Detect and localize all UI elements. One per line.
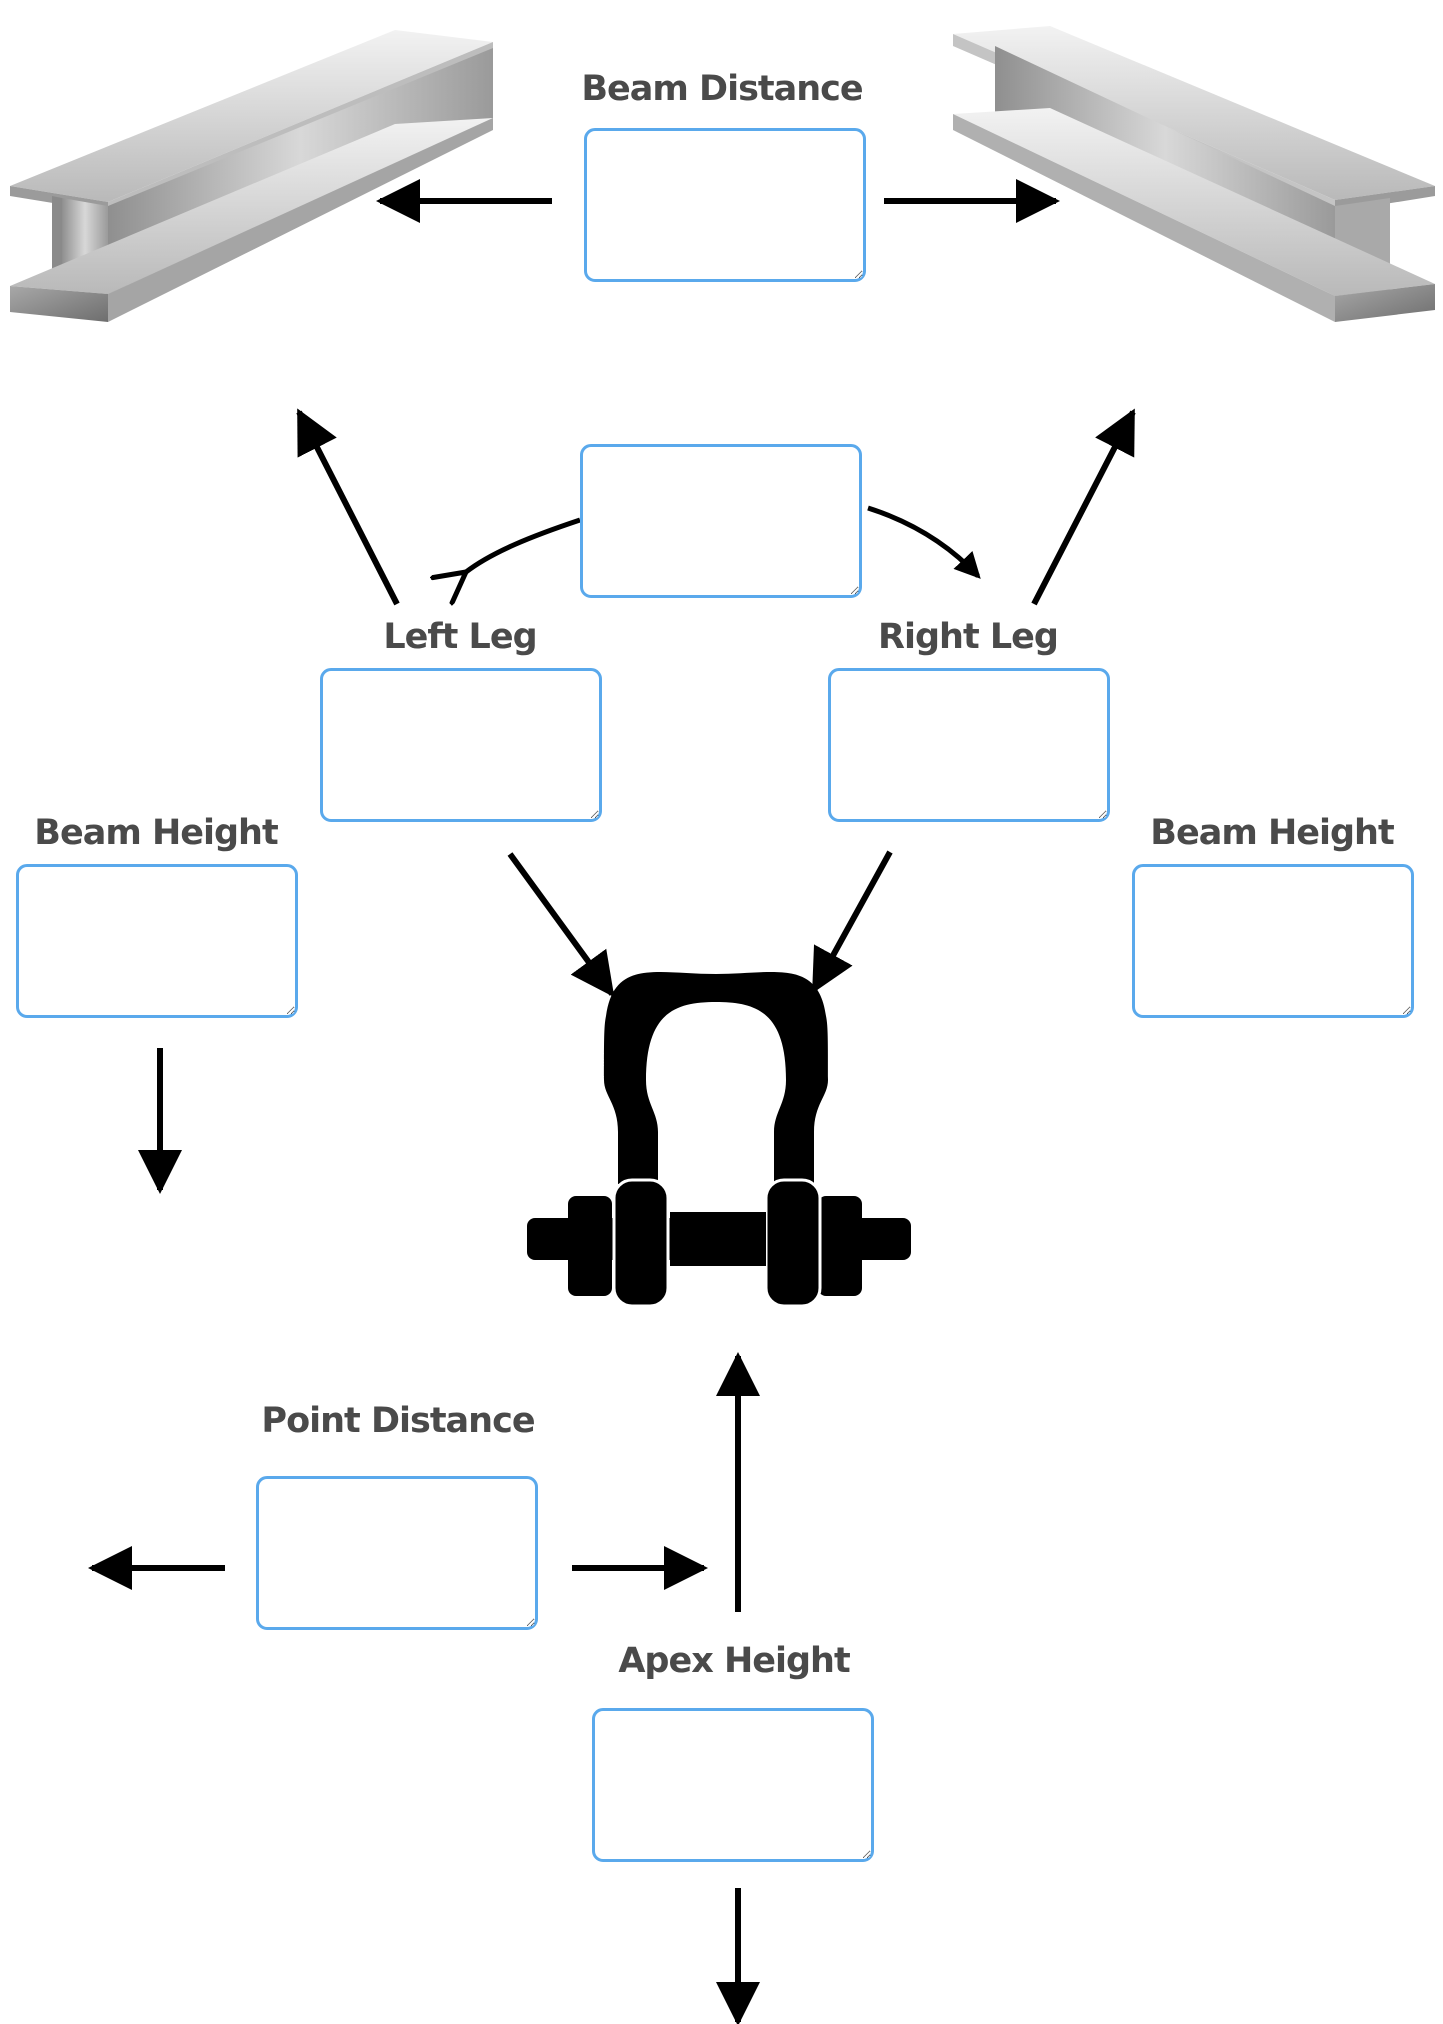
beam-distance-input[interactable] bbox=[584, 128, 866, 282]
angle-right-curved-arrow bbox=[867, 505, 981, 579]
apex-height-label: Apex Height bbox=[618, 1641, 850, 1681]
left-leg-input[interactable] bbox=[320, 668, 602, 822]
left-leg-to-shackle-arrow bbox=[507, 852, 615, 998]
beam-distance-label: Beam Distance bbox=[581, 69, 863, 109]
point-distance-label: Point Distance bbox=[261, 1401, 535, 1441]
left-leg-label: Left Leg bbox=[383, 617, 537, 657]
right-steel-i-beam-icon bbox=[953, 26, 1435, 322]
right-leg-label: Right Leg bbox=[878, 617, 1059, 657]
right-leg-input[interactable] bbox=[828, 668, 1110, 822]
left-leg-to-beam-arrow bbox=[296, 408, 400, 606]
right-leg-to-shackle-arrow bbox=[811, 850, 893, 994]
angle-left-curved-arrow bbox=[466, 517, 581, 572]
angle-input[interactable] bbox=[580, 444, 862, 598]
beam-height-right-label: Beam Height bbox=[1150, 813, 1394, 853]
beam-height-right-input[interactable] bbox=[1132, 864, 1414, 1018]
right-leg-to-beam-arrow bbox=[1031, 408, 1136, 606]
beam-height-left-label: Beam Height bbox=[34, 813, 278, 853]
beam-height-left-input[interactable] bbox=[16, 864, 298, 1018]
apex-height-input[interactable] bbox=[592, 1708, 874, 1862]
point-distance-input[interactable] bbox=[256, 1476, 538, 1630]
shackle-icon bbox=[527, 971, 911, 1308]
left-steel-i-beam-icon bbox=[10, 30, 493, 322]
